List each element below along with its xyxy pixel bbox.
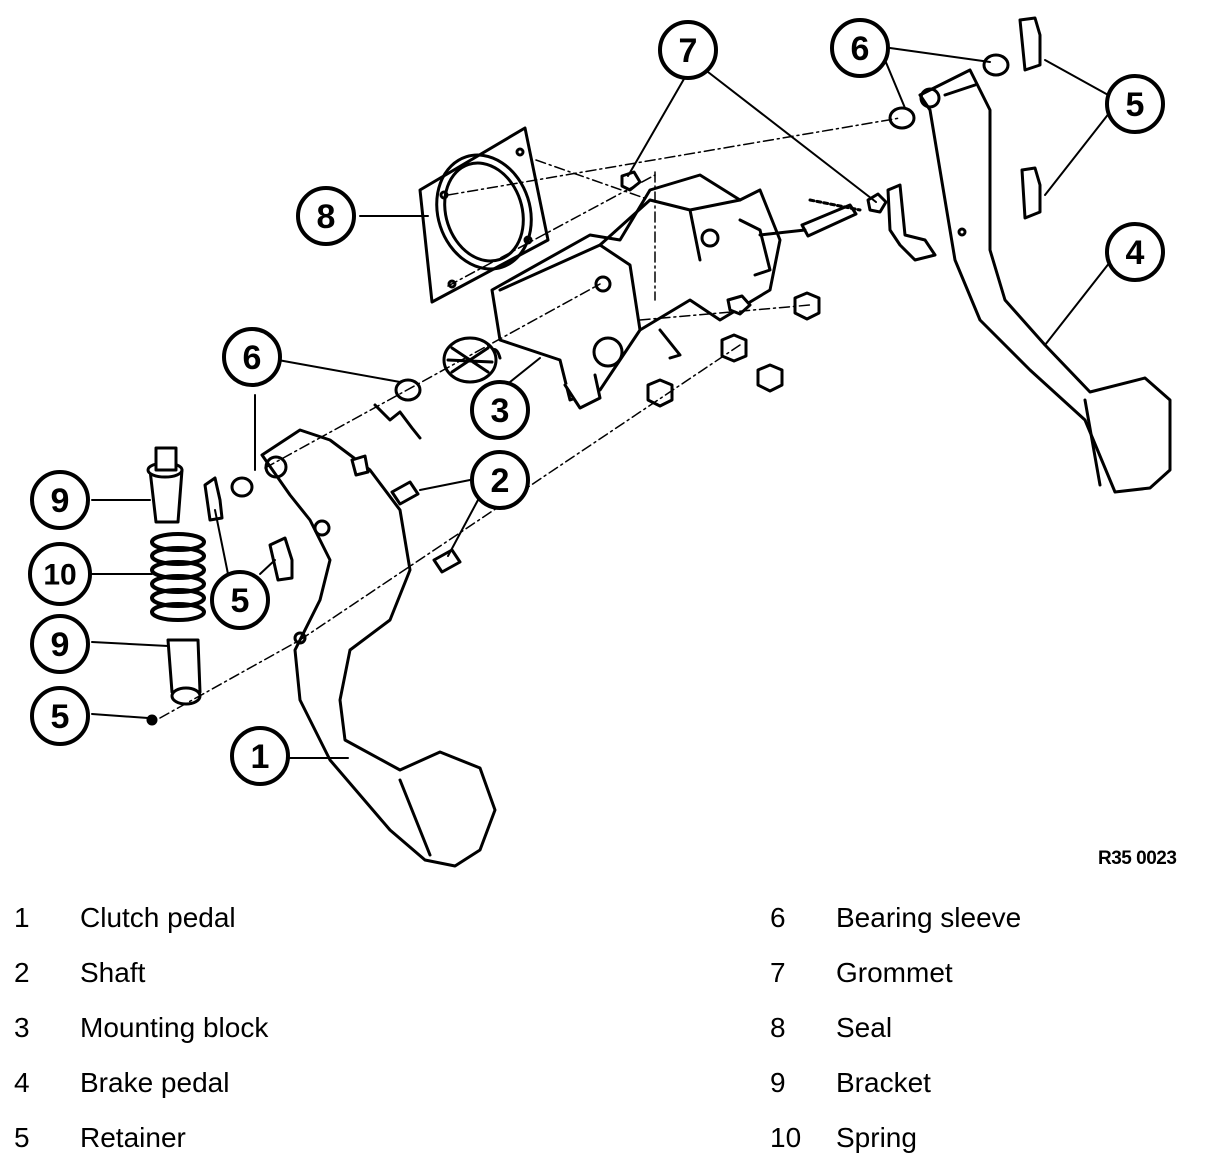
clutch-sleeve-part xyxy=(203,476,294,582)
seal-part xyxy=(418,126,550,304)
coil-spring-part xyxy=(150,532,206,622)
legend-label: Grommet xyxy=(836,957,953,988)
callout-3: 3 xyxy=(491,392,510,430)
small-pin-part xyxy=(146,714,158,726)
callout-6-left: 6 xyxy=(243,339,262,377)
callout-1: 1 xyxy=(251,738,270,776)
callout-5-mid: 5 xyxy=(231,582,250,620)
shaft-part xyxy=(350,454,462,574)
callout-8: 8 xyxy=(317,198,336,236)
legend-number: 9 xyxy=(770,1067,786,1098)
legend-number: 8 xyxy=(770,1012,786,1043)
callout-5-top: 5 xyxy=(1126,86,1145,124)
mounting-block-part xyxy=(490,173,782,410)
legend-label: Retainer xyxy=(80,1122,186,1153)
nut-group xyxy=(620,170,888,408)
legend-number: 2 xyxy=(14,957,30,988)
legend-label: Bearing sleeve xyxy=(836,902,1022,933)
legend-number: 1 xyxy=(14,902,30,933)
legend-number: 10 xyxy=(770,1122,802,1153)
legend-number: 5 xyxy=(14,1122,30,1153)
callout-circles xyxy=(28,18,1165,786)
legend-number: 3 xyxy=(14,1012,30,1043)
callout-10: 10 xyxy=(43,559,76,592)
legend-label: Clutch pedal xyxy=(80,902,236,933)
retainer-clip-part xyxy=(1018,16,1042,220)
callout-7: 7 xyxy=(679,32,698,70)
legend-number: 4 xyxy=(14,1067,30,1098)
legend-label: Bracket xyxy=(836,1067,931,1098)
bearing-sleeve-part xyxy=(888,53,1010,130)
callout-2: 2 xyxy=(491,462,510,500)
legend-number: 7 xyxy=(770,957,786,988)
legend-number: 6 xyxy=(770,902,786,933)
legend-label: Mounting block xyxy=(80,1012,269,1043)
clutch-pedal-part xyxy=(260,428,497,868)
brake-pedal-part xyxy=(886,68,1172,494)
legend-label: Spring xyxy=(836,1122,917,1153)
legend-label: Seal xyxy=(836,1012,893,1043)
callout-4: 4 xyxy=(1126,234,1145,272)
legend-label: Brake pedal xyxy=(80,1067,230,1098)
callout-9-top: 9 xyxy=(51,482,70,520)
leader-lines xyxy=(91,47,1111,759)
callout-6-top: 6 xyxy=(851,30,870,68)
bracket-part xyxy=(146,446,202,706)
figure-code: R35 0023 xyxy=(1098,848,1177,869)
pedal-assembly-diagram: 7 6 5 8 4 6 3 2 9 10 5 9 5 1 xyxy=(28,16,1172,868)
callout-5-bottom: 5 xyxy=(51,698,70,736)
legend-label: Shaft xyxy=(80,957,146,988)
callout-9-bottom: 9 xyxy=(51,626,70,664)
